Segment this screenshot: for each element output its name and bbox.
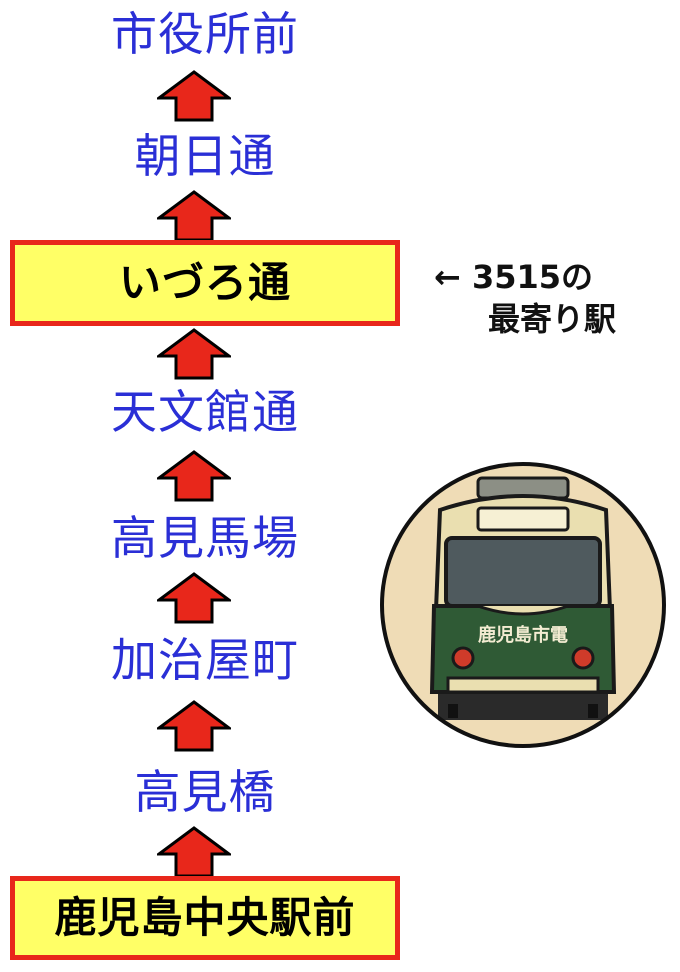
station-kagoshima-chuo-eki-mae-highlight: 鹿児島中央駅前 (10, 876, 400, 960)
up-arrow-icon (157, 70, 231, 122)
station-tenmonkan-dori: 天文館通 (111, 385, 299, 439)
up-arrow-icon (157, 826, 231, 878)
station-takami-bashi: 高見橋 (134, 765, 276, 819)
nearest-station-note: ← 3515の 最寄り駅 (434, 256, 674, 340)
up-arrow-icon (157, 190, 231, 242)
up-arrow-icon (157, 572, 231, 624)
station-izuro-dori-highlight: いづろ通 (10, 240, 400, 326)
tram-badge-icon (380, 462, 666, 748)
station-kajiya-cho: 加治屋町 (111, 633, 299, 687)
note-line-1: ← 3515の (434, 258, 594, 296)
station-takami-baba: 高見馬場 (111, 511, 299, 565)
station-shiyakusho-mae: 市役所前 (111, 7, 299, 61)
up-arrow-icon (157, 328, 231, 380)
station-asahi-dori: 朝日通 (134, 129, 276, 183)
up-arrow-icon (157, 450, 231, 502)
note-line-2: 最寄り駅 (488, 300, 617, 338)
up-arrow-icon (157, 700, 231, 752)
tram-label: 鹿児島市電 (478, 625, 568, 646)
